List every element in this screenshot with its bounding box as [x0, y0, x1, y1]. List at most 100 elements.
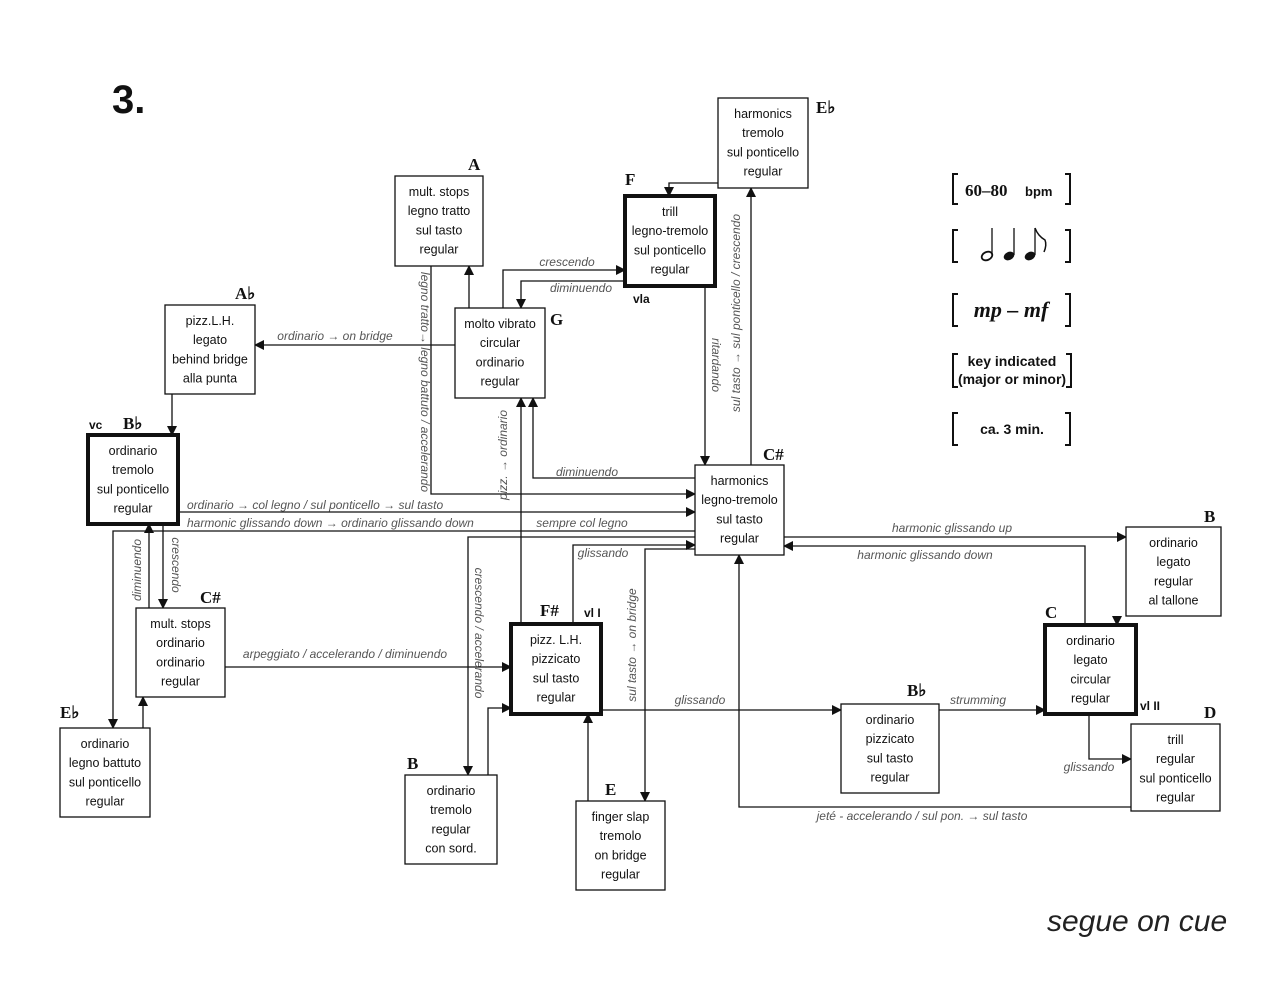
transition-arrow — [463, 536, 695, 776]
transition-label: diminuendo — [550, 281, 612, 295]
technique-line: al tallone — [1148, 594, 1198, 608]
transition-d-cs: jeté - accelerando / sul pon. → sul tast… — [734, 554, 1131, 823]
box-border — [509, 622, 603, 716]
transition-label: crescendo — [539, 255, 595, 269]
box-border — [1125, 526, 1222, 617]
technique-line: legno battuto — [69, 756, 141, 770]
box-border — [135, 607, 226, 698]
transition-label: jeté - accelerando / sul pon. → sul tast… — [815, 809, 1028, 823]
technique-line: circular — [480, 336, 520, 350]
transition-label: strumming — [950, 693, 1006, 707]
transition-arrow — [783, 541, 1086, 625]
technique-line: regular — [744, 165, 783, 179]
transition-label: sul tasto → sul ponticello / crescendo — [729, 214, 743, 412]
pitch-label: C# — [763, 445, 784, 464]
technique-line: sul tasto — [867, 751, 914, 765]
tempo-unit: bpm — [1025, 184, 1052, 199]
technique-line: sul tasto — [533, 671, 580, 685]
transition-label: sul tasto → on bridge — [625, 588, 639, 702]
technique-line: regular — [86, 795, 125, 809]
transition-c-cs: harmonic glissando down — [783, 541, 1086, 625]
transition-c-d: glissando — [1064, 714, 1132, 774]
transition-label: harmonic glissando up — [892, 521, 1012, 535]
transition-cs-e: sul tasto → on bridge — [625, 548, 695, 802]
instrument-label-vla: vla — [633, 292, 650, 306]
transition-label: diminuendo — [556, 465, 618, 479]
technique-line: regular — [481, 375, 520, 389]
box-border — [59, 727, 151, 818]
transition-fs-bbmid: glissando — [601, 693, 842, 715]
technique-line: legno tratto — [408, 204, 471, 218]
transition-label: glissando — [1064, 760, 1115, 774]
pitch-label: B — [407, 754, 418, 773]
technique-line: sul ponticello — [727, 145, 799, 159]
technique-line: regular — [420, 243, 459, 257]
transition-fs-g: pizz. → ordinario — [496, 397, 526, 624]
technique-line: regular — [1156, 752, 1195, 766]
transition-bb-csl: crescendo — [158, 524, 183, 609]
tempo-bracket: 60–80 bpm — [952, 173, 1071, 205]
technique-line: mult. stops — [150, 617, 210, 631]
transition-label: crescendo / accelerando — [472, 568, 486, 699]
technique-line: regular — [1154, 574, 1193, 588]
quarter-note-icon — [1003, 228, 1015, 261]
technique-line: ordinario — [1066, 634, 1115, 648]
performance-legend: 60–80 bpm mp – mf key indi — [952, 173, 1072, 446]
technique-line: pizz.L.H. — [186, 314, 235, 328]
technique-line: tremolo — [112, 463, 154, 477]
box-border — [404, 774, 498, 865]
transition-arrow — [108, 530, 695, 729]
technique-line: sul ponticello — [1139, 771, 1211, 785]
pitch-label: F# — [540, 601, 559, 620]
technique-line: pizzicato — [532, 652, 581, 666]
technique-line: mult. stops — [409, 185, 469, 199]
technique-line: regular — [161, 675, 200, 689]
transition-label: ordinario → on bridge — [277, 329, 393, 343]
pitch-label: B♭ — [123, 414, 142, 433]
transition-arrow — [502, 265, 626, 308]
rhythm-bracket — [952, 227, 1071, 263]
pitch-label: E♭ — [60, 703, 79, 722]
box-border — [623, 194, 717, 288]
key-bracket: key indicated (major or minor) — [952, 353, 1072, 388]
technique-line: regular — [537, 691, 576, 705]
box-border — [164, 304, 256, 395]
transition-arrow — [528, 397, 695, 479]
duration: ca. 3 min. — [980, 421, 1044, 437]
box-border — [86, 433, 180, 526]
pitch-label: G — [550, 310, 563, 329]
transition-label: sempre col legno — [536, 516, 628, 530]
transition-label: arpeggiato / accelerando / diminuendo — [243, 647, 447, 661]
transition-arrow — [430, 266, 696, 499]
box-border — [454, 307, 546, 399]
pitch-label: F — [625, 170, 635, 189]
transition-arrow — [487, 703, 512, 775]
technique-line: pizz. L.H. — [530, 633, 582, 647]
transition-f-g: diminuendo — [516, 280, 625, 309]
transition-cs-bright: harmonic glissando up — [784, 521, 1127, 542]
transition-g-ab: ordinario → on bridge — [254, 329, 455, 350]
transition-arrow — [516, 280, 625, 309]
pitch-label: B♭ — [907, 681, 926, 700]
pitch-label: E — [605, 780, 616, 799]
technique-line: ordinario — [866, 713, 915, 727]
technique-line: molto vibrato — [464, 317, 536, 331]
technique-line: ordinario — [156, 636, 205, 650]
transition-cs-eb-2: sempre col legno — [536, 516, 628, 530]
technique-line: ordinario — [1149, 536, 1198, 550]
technique-line: regular — [1071, 692, 1110, 706]
tempo-value: 60–80 — [965, 181, 1008, 200]
technique-line: ordinario — [81, 737, 130, 751]
technique-line: ordinario — [476, 355, 525, 369]
technique-line: pizzicato — [866, 732, 915, 746]
transition-label: glissando — [675, 693, 726, 707]
